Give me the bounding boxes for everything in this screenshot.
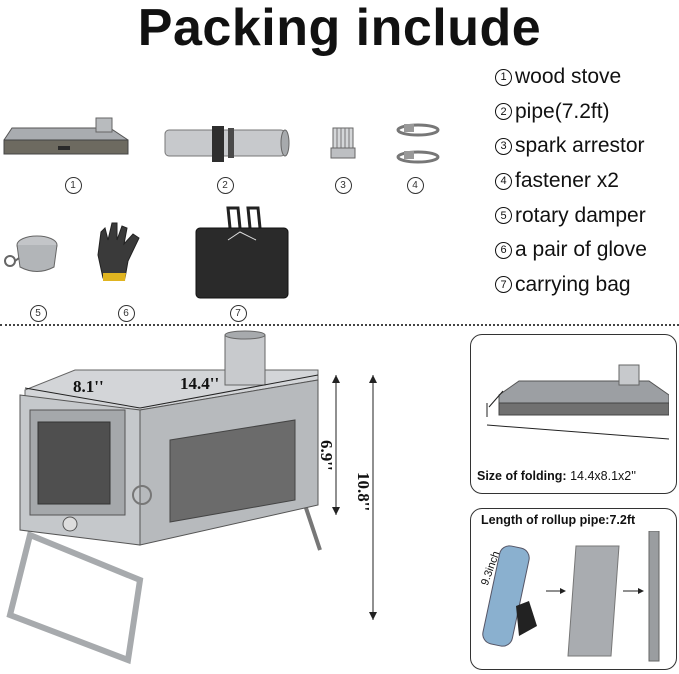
- wood-stove-icon: [3, 117, 129, 155]
- dimension-total-height-label: 10.8'': [354, 472, 373, 512]
- section-divider: [0, 324, 679, 326]
- item-number: 1: [63, 176, 83, 194]
- rollup-pipe-panel: Length of rollup pipe:7.2ft 9.3inch: [470, 508, 677, 670]
- pipe-roll-icon: [164, 126, 290, 162]
- pipe-caption: Length of rollup pipe:7.2ft: [481, 513, 636, 527]
- folding-size-panel: Size of folding: 14.4x8.1x2'': [470, 334, 677, 494]
- item-number: 5: [28, 304, 48, 322]
- dimension-body-height-label: 6.9'': [317, 440, 336, 471]
- fastener-clamp-icon: [396, 123, 440, 164]
- item-number: 2: [215, 176, 235, 194]
- items-illustration: [3, 117, 440, 299]
- item-number: 3: [333, 176, 353, 194]
- page-title: Packing include: [137, 0, 542, 57]
- dimension-width-label: 14.4'': [180, 374, 220, 393]
- dimension-depth-label: 8.1'': [73, 377, 104, 396]
- item-number: 7: [228, 304, 248, 322]
- item-number: 4: [405, 176, 425, 194]
- spark-arrestor-icon: [330, 127, 356, 159]
- folded-stove-icon: [486, 364, 669, 440]
- rollup-pipe-icon: [482, 531, 660, 662]
- item-number: 6: [116, 304, 136, 322]
- rotary-damper-icon: [4, 235, 58, 272]
- carrying-bag-icon: [195, 206, 289, 299]
- stove-illustration: [6, 330, 377, 665]
- glove-icon: [97, 222, 140, 281]
- folding-caption: Size of folding: 14.4x8.1x2'': [477, 469, 636, 483]
